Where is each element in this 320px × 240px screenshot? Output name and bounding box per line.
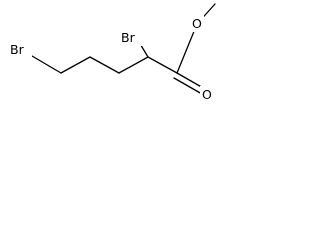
atom-o-ester: O <box>192 16 202 31</box>
atom-labels: Br Br O O <box>8 15 214 103</box>
bond-c6-c5 <box>60 56 91 74</box>
atom-o-carbonyl: O <box>202 87 212 102</box>
bond-c3-c2 <box>147 56 178 74</box>
bond-c1-o-ester <box>176 23 198 74</box>
skeletal-structure: Br Br O O <box>8 3 216 103</box>
atom-br-alpha: Br <box>121 30 136 45</box>
bond-c4-c3 <box>118 56 149 74</box>
atom-br-terminal: Br <box>10 42 25 57</box>
bond-c1-o-carbonyl-b <box>173 77 203 95</box>
bond-c6-br <box>31 55 62 74</box>
bond-c5-c4 <box>89 56 120 74</box>
bonds <box>31 3 216 95</box>
